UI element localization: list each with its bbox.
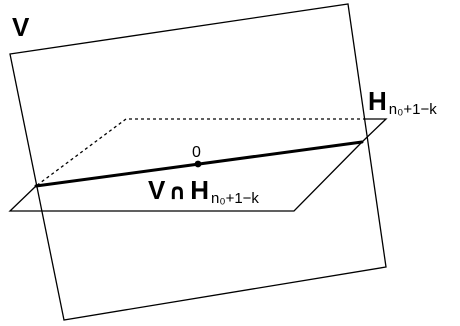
- plane-h-label-main: H: [368, 86, 387, 116]
- plane-h-left-back-edge: [35, 118, 127, 187]
- origin-point: [194, 160, 202, 168]
- origin-label: 0: [192, 144, 201, 161]
- plane-h-front-edge: [8, 118, 388, 212]
- intersection-label-v: V: [148, 175, 166, 205]
- plane-v: [9, 3, 387, 321]
- intersection-label-cap: ∩: [168, 180, 186, 205]
- intersection-label-h: H: [190, 175, 209, 205]
- plane-v-label: V: [12, 12, 30, 42]
- intersection-label-subscript: n₀+1−k: [211, 190, 259, 207]
- plane-h-label-subscript: n₀+1−k: [389, 101, 437, 118]
